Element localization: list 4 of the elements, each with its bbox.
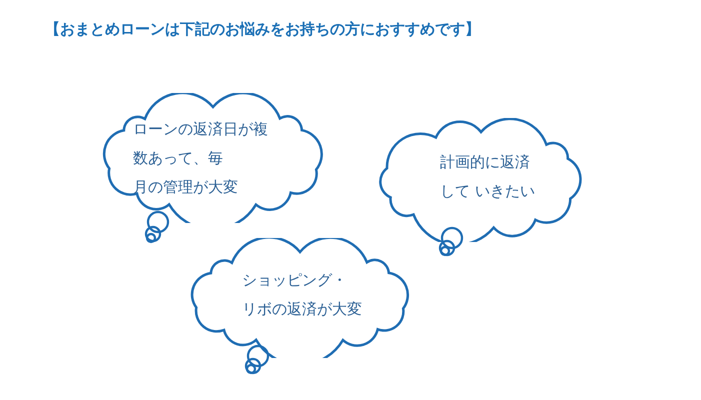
bubble-text: 計画的に返済して いきたい xyxy=(440,152,535,202)
bubble-text: ローンの返済日が複数あって、毎月の管理が大変 xyxy=(133,119,268,198)
heading: 【おまとめローンは下記のお悩みをお持ちの方におすすめです】 xyxy=(45,20,480,39)
bubble-text: ショッピング・リボの返済が大変 xyxy=(242,270,362,320)
